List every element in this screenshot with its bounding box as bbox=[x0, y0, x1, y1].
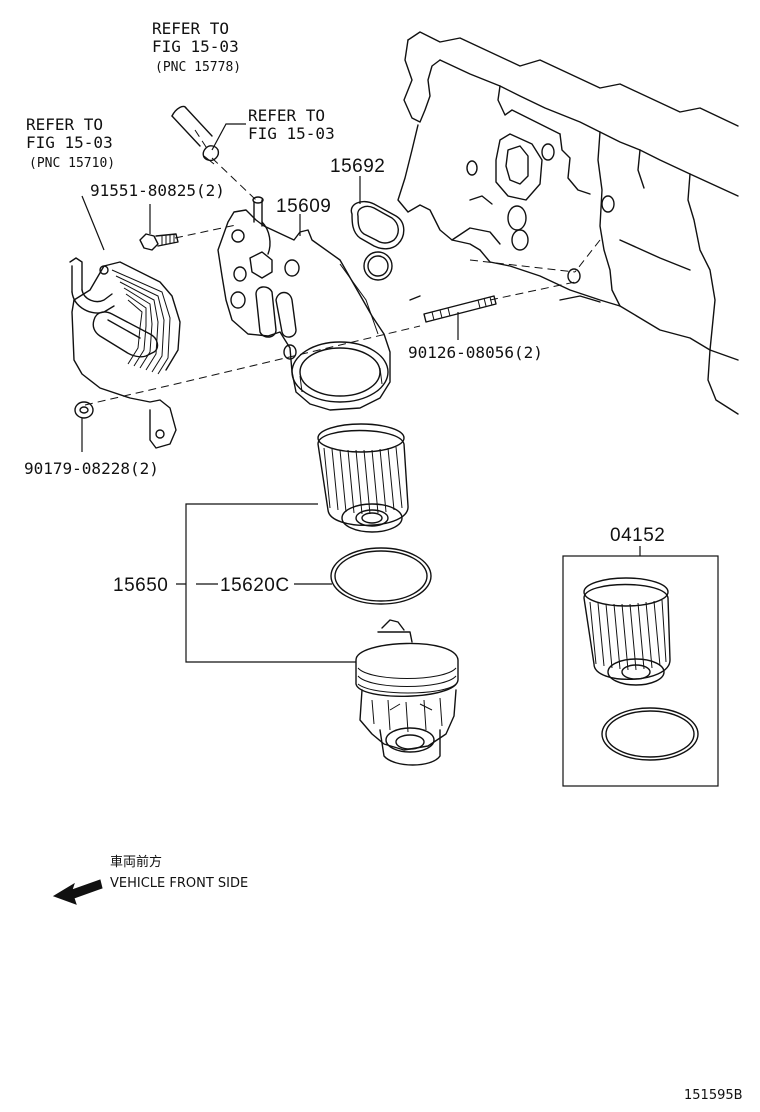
element-pleats bbox=[323, 446, 403, 515]
o-ring-part bbox=[294, 547, 432, 605]
label-refer-top-1: REFER TO bbox=[152, 19, 229, 38]
washer-part bbox=[74, 401, 94, 452]
element-assy-bracket bbox=[185, 503, 356, 663]
stud-part bbox=[423, 295, 497, 340]
label-refer-left-3: (PNC 15710) bbox=[29, 156, 115, 171]
label-refer-left-2: FIG 15-03 bbox=[26, 133, 113, 152]
label-refer-top-3: (PNC 15778) bbox=[155, 60, 241, 75]
label-washer: 90179-08228(2) bbox=[24, 459, 159, 478]
hose-part bbox=[171, 105, 246, 165]
label-bolt: 91551-80825(2) bbox=[90, 181, 225, 200]
filter-cap bbox=[355, 619, 459, 766]
assembly-lines bbox=[84, 129, 601, 406]
label-housing: 15609 bbox=[276, 196, 331, 217]
filter-kit-box bbox=[562, 546, 719, 787]
filter-housing bbox=[217, 196, 391, 411]
bolt-part bbox=[139, 204, 179, 251]
label-element-assy: 15650 bbox=[113, 575, 168, 596]
label-stud: 90126-08056(2) bbox=[408, 343, 543, 362]
label-filter-kit: 04152 bbox=[610, 525, 665, 546]
oil-cooler bbox=[69, 195, 181, 449]
filter-element bbox=[317, 423, 409, 533]
label-front-en: VEHICLE FRONT SIDE bbox=[110, 876, 248, 891]
gasket-part bbox=[350, 176, 405, 281]
cooler-fins bbox=[111, 269, 171, 375]
label-refer-mid-1: REFER TO bbox=[248, 106, 325, 125]
label-refer-left-1: REFER TO bbox=[26, 115, 103, 134]
label-refer-top-2: FIG 15-03 bbox=[152, 37, 239, 56]
label-front-jp: 車両前方 bbox=[110, 854, 162, 870]
front-arrow-icon bbox=[52, 879, 103, 905]
label-o-ring: 15620C bbox=[220, 575, 290, 596]
label-gasket: 15692 bbox=[330, 156, 385, 177]
label-fig-id: 151595B bbox=[684, 1088, 743, 1103]
label-refer-mid-2: FIG 15-03 bbox=[248, 124, 335, 143]
